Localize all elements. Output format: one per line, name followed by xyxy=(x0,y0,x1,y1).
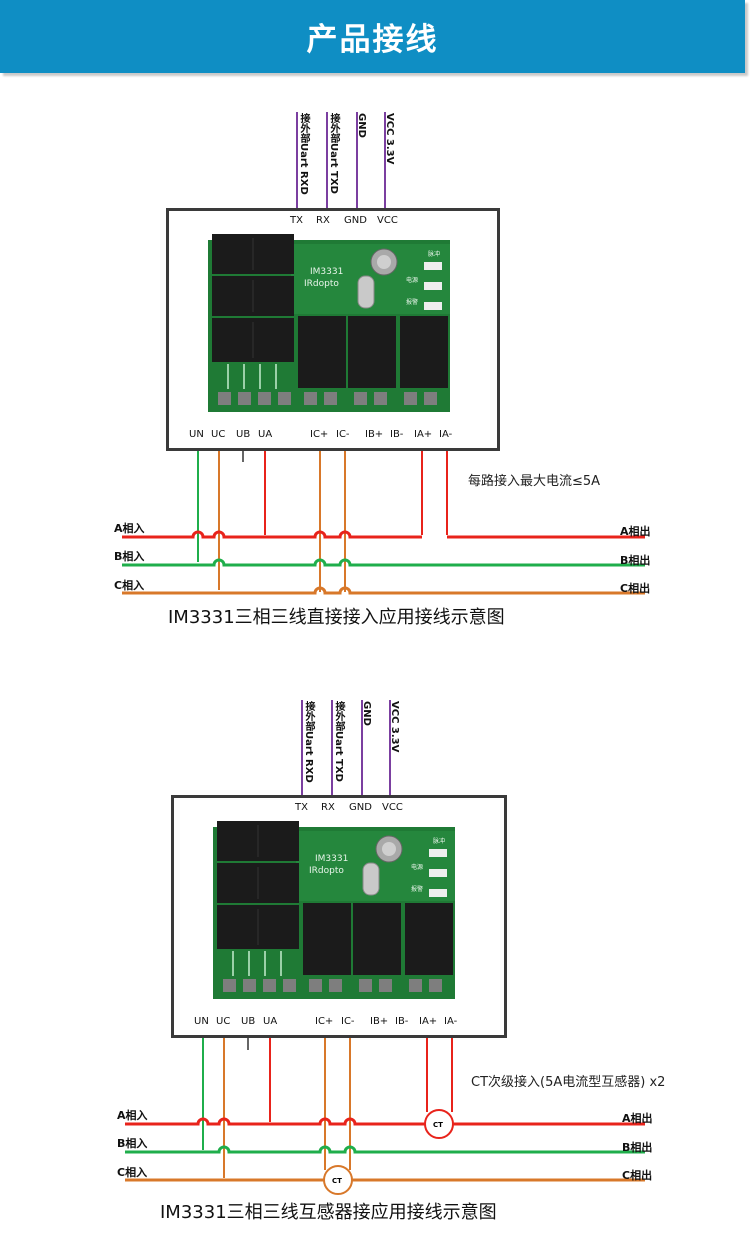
phase-b-out-2: B相出 xyxy=(622,1141,653,1154)
phase-a-out: A相出 xyxy=(620,525,651,538)
phase-c-out: C相出 xyxy=(620,582,651,595)
terminal-ub: UB xyxy=(236,429,251,440)
terminal-ic-plus-2: IC+ xyxy=(315,1016,334,1027)
terminal-ib-minus: IB- xyxy=(390,429,404,440)
led-label-alarm-2: 报警 xyxy=(411,885,423,893)
phase-a-in: A相入 xyxy=(114,522,145,535)
ct-c xyxy=(323,1165,353,1195)
wire-label-gnd-2: GND xyxy=(361,701,372,726)
board-model-2: IM3331 xyxy=(315,854,348,864)
phase-a-line xyxy=(122,530,645,539)
terminal-ua: UA xyxy=(258,429,273,440)
terminal-ua-2: UA xyxy=(263,1016,278,1027)
pin-rx-2: RX xyxy=(321,802,335,813)
terminal-ia-plus-2: IA+ xyxy=(419,1016,438,1027)
phase-b-out: B相出 xyxy=(620,554,651,567)
terminal-un: UN xyxy=(189,429,204,440)
wire-label-rxd: 接外部Uart RXD xyxy=(298,113,309,195)
current-note-1: 每路接入最大电流≤5A xyxy=(468,474,601,489)
phase-b-in-2: B相入 xyxy=(117,1137,148,1150)
wire-label-gnd: GND xyxy=(356,113,367,138)
led-label-alarm: 报警 xyxy=(406,298,418,306)
phase-b-in: B相入 xyxy=(114,550,145,563)
terminal-ic-plus: IC+ xyxy=(310,429,329,440)
caption-1: IM3331三相三线直接接入应用接线示意图 xyxy=(168,607,505,628)
led-label-pulse: 脉冲 xyxy=(428,250,440,258)
terminal-ia-plus: IA+ xyxy=(414,429,433,440)
phase-a-line-2 xyxy=(125,1117,645,1126)
led-label-pulse-2: 脉冲 xyxy=(433,837,445,845)
terminal-ic-minus-2: IC- xyxy=(341,1016,355,1027)
pin-gnd: GND xyxy=(344,215,367,226)
phase-c-line xyxy=(122,586,645,595)
page-title: 产品接线 xyxy=(306,22,439,58)
wire-label-vcc: VCC 3.3V xyxy=(384,113,395,165)
terminal-ia-minus-2: IA- xyxy=(444,1016,458,1027)
pin-tx-2: TX xyxy=(295,802,308,813)
phase-c-in-2: C相入 xyxy=(117,1166,148,1179)
caption-2: IM3331三相三线互感器接应用接线示意图 xyxy=(160,1202,497,1223)
terminal-uc: UC xyxy=(211,429,226,440)
terminal-ib-minus-2: IB- xyxy=(395,1016,409,1027)
current-note-2: CT次级接入(5A电流型互感器) x2 xyxy=(471,1075,666,1090)
wire-label-vcc-2: VCC 3.3V xyxy=(389,701,400,753)
ct-a xyxy=(424,1109,454,1139)
pin-vcc: VCC xyxy=(377,215,398,226)
board-brand-2: IRdopto xyxy=(309,866,344,876)
terminal-ic-minus: IC- xyxy=(336,429,350,440)
wire-label-txd-2: 接外部Uart TXD xyxy=(333,701,344,782)
wire-label-rxd-2: 接外部Uart RXD xyxy=(303,701,314,783)
pin-vcc-2: VCC xyxy=(382,802,403,813)
phase-b-line xyxy=(122,558,645,567)
board-brand: IRdopto xyxy=(304,279,339,289)
led-label-power: 电源 xyxy=(406,276,418,284)
ct-c-label: CT xyxy=(332,1177,342,1185)
ct-a-label: CT xyxy=(433,1121,443,1129)
pcb-board-1: 脉冲 电源 报警 IM3331 IRdopto xyxy=(208,234,450,412)
phase-b-line-2 xyxy=(125,1145,645,1154)
pin-gnd-2: GND xyxy=(349,802,372,813)
pin-tx: TX xyxy=(290,215,303,226)
phase-c-out-2: C相出 xyxy=(622,1169,653,1182)
phase-c-in: C相入 xyxy=(114,579,145,592)
terminal-un-2: UN xyxy=(194,1016,209,1027)
phase-a-out-2: A相出 xyxy=(622,1112,653,1125)
phase-a-in-2: A相入 xyxy=(117,1109,148,1122)
pcb-board-2: 脉冲 电源 报警 IM3331 IRdopto xyxy=(213,821,455,999)
header-banner: 产品接线 xyxy=(0,0,745,73)
terminal-uc-2: UC xyxy=(216,1016,231,1027)
terminal-ub-2: UB xyxy=(241,1016,256,1027)
led-label-power-2: 电源 xyxy=(411,863,423,871)
terminal-ia-minus: IA- xyxy=(439,429,453,440)
board-model: IM3331 xyxy=(310,267,343,277)
terminal-ib-plus: IB+ xyxy=(365,429,384,440)
terminal-ib-plus-2: IB+ xyxy=(370,1016,389,1027)
diagram-1-wiring xyxy=(122,112,645,595)
wire-label-txd: 接外部Uart TXD xyxy=(328,113,339,194)
pin-rx: RX xyxy=(316,215,330,226)
